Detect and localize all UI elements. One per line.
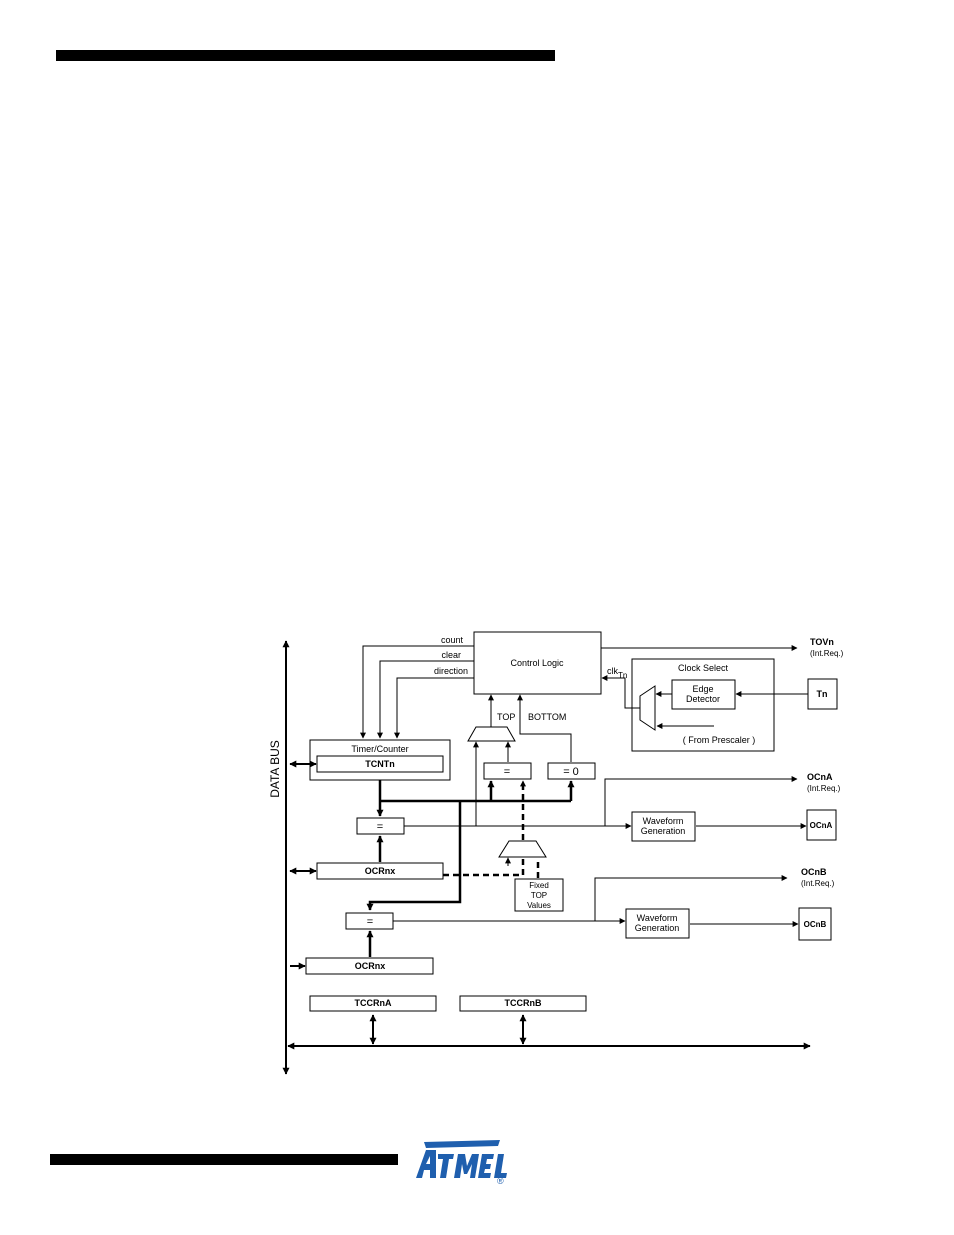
fixed-top-line1: Fixed <box>529 881 549 890</box>
tcntn-register <box>316 755 444 773</box>
edge-detector-box <box>671 679 736 710</box>
clock-select-label: Clock Select <box>678 663 729 673</box>
control-logic-box <box>473 631 602 695</box>
top-mux <box>467 726 516 742</box>
compare-a-label: = <box>377 821 383 833</box>
top-compare-box <box>483 762 532 780</box>
waveform-a-line2: Generation <box>641 826 686 836</box>
control-signal-lines <box>360 645 474 739</box>
ocna-intreq: (Int.Req.) <box>807 784 841 793</box>
clock-mux <box>639 685 656 731</box>
header-rule <box>56 50 555 61</box>
dashed-top-paths <box>443 781 540 878</box>
compare-b-outputs <box>393 875 799 927</box>
tovn-intreq: (Int.Req.) <box>810 649 844 658</box>
ocnb-flag-label: OCnB <box>801 867 827 877</box>
fixed-top-line3: Values <box>527 901 551 910</box>
waveform-b-box <box>625 908 690 939</box>
bottom-compare-label: = 0 <box>563 766 579 778</box>
clock-select-lines <box>601 675 808 729</box>
fixed-top-mux <box>498 840 547 858</box>
data-bus <box>282 640 811 1075</box>
ocrnx-b-register <box>305 957 434 975</box>
fixed-top-box <box>514 878 564 912</box>
clk-text: clk <box>607 666 618 676</box>
clk-label: clkTn <box>607 666 627 680</box>
ocnb-pin-box <box>798 907 832 941</box>
clk-subscript: Tn <box>618 671 627 680</box>
compare-b-label: = <box>367 916 373 928</box>
bottom-label: BOTTOM <box>528 712 566 722</box>
compare-a-outputs <box>404 776 807 829</box>
ocnb-intreq: (Int.Req.) <box>801 879 835 888</box>
fixed-top-line2: TOP <box>531 891 547 900</box>
registered-mark: ® <box>497 1176 504 1184</box>
ocnb-pin-label: OCnB <box>804 920 827 929</box>
tcnt-bus <box>366 780 575 911</box>
ocrnx-b-label: OCRnx <box>355 961 386 971</box>
tcntn-label: TCNTn <box>365 759 395 769</box>
ocna-pin-box <box>806 809 837 841</box>
edge-detector-line1: Edge <box>692 684 713 694</box>
prescaler-label: ( From Prescaler ) <box>683 735 756 745</box>
top-label: TOP <box>497 712 515 722</box>
atmel-logo: ® <box>416 1140 507 1184</box>
waveform-b-line1: Waveform <box>637 913 678 923</box>
bottom-compare-box <box>547 762 596 780</box>
top-compare-label: = <box>504 766 510 778</box>
footer-rule <box>50 1154 398 1165</box>
edge-detector-line2: Detector <box>686 694 720 704</box>
waveform-a-line1: Waveform <box>643 816 684 826</box>
fixed-top-arrowheads <box>505 780 526 866</box>
tn-pin-box <box>807 678 838 710</box>
control-logic-label: Control Logic <box>510 658 564 668</box>
tccrnb-register <box>459 995 587 1012</box>
ocna-flag-label: OCnA <box>807 772 833 782</box>
top-bottom-lines <box>473 694 572 826</box>
tccr-bus-links <box>369 1014 527 1045</box>
atmel-logo-mark <box>416 1140 507 1178</box>
tn-pin-label: Tn <box>817 689 828 699</box>
tovn-label: TOVn <box>810 637 834 647</box>
clear-label: clear <box>441 650 461 660</box>
waveform-b-line2: Generation <box>635 923 680 933</box>
ocrnx-a-label: OCRnx <box>365 866 396 876</box>
ocrnx-a-register <box>316 862 444 880</box>
count-label: count <box>441 635 464 645</box>
tccrnb-label: TCCRnB <box>505 998 542 1008</box>
ocna-pin-label: OCnA <box>810 821 833 830</box>
waveform-a-box <box>631 811 696 842</box>
tccrna-label: TCCRnA <box>355 998 392 1008</box>
tccrna-register <box>309 995 437 1012</box>
direction-label: direction <box>434 666 468 676</box>
data-bus-label: DATA BUS <box>268 740 282 798</box>
timer-counter-label: Timer/Counter <box>351 744 408 754</box>
